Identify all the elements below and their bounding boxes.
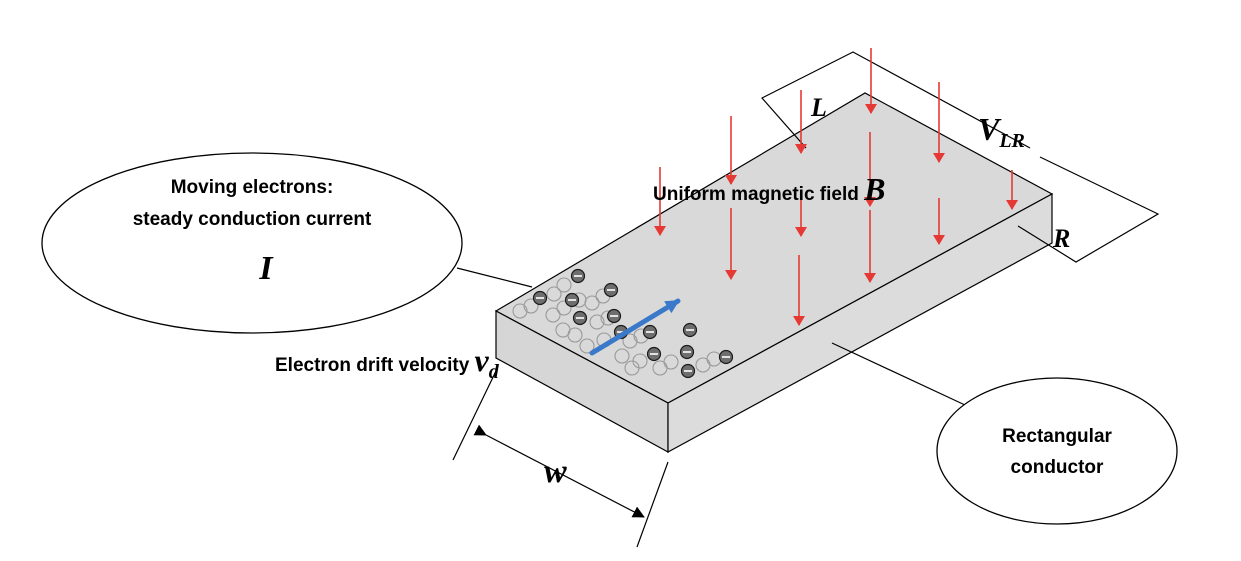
electrons-callout-ellipse [41,152,463,334]
electron [646,346,662,362]
electron [682,322,698,338]
width-extension-left [452,370,497,461]
electron [572,310,588,326]
electron [642,324,658,340]
width-extension-right [636,461,669,548]
width-label: w [544,453,567,490]
conductor-callout-ellipse [936,377,1178,525]
electrons-callout-line1: Moving electrons: [171,177,334,198]
voltage-subscript: LR [998,130,1025,152]
conductor-callout-line2: conductor [1011,457,1104,478]
electrons [532,268,734,379]
magnetic-field-text: Uniform magnetic field [653,184,864,205]
magnetic-field-label: Uniform magnetic field B [653,171,885,207]
electrons-callout-leader [456,267,533,288]
right-terminal-label: R [1052,224,1070,253]
width-dimension: w [452,370,669,548]
electron [718,349,734,365]
width-dimension-arrow [473,424,645,518]
electron [570,268,586,284]
drift-velocity-label: Electron drift velocity vd [275,342,500,383]
current-symbol: I [258,250,274,287]
moving-electrons-callout: Moving electrons: steady conduction curr… [41,152,533,334]
electron [680,363,696,379]
voltage-probe-wire [761,51,1160,263]
electron [564,292,580,308]
conductor-side-face [667,192,1053,454]
electron [603,282,619,298]
electron [606,308,622,324]
drift-velocity-symbol: v [475,342,490,378]
electron [532,290,548,306]
voltage-label: VLR [978,111,1025,152]
electrons-callout-line2: steady conduction current [133,209,372,230]
drift-velocity-subscript: d [489,361,500,383]
conductor-callout-leader [831,342,966,406]
conductor-callout-line1: Rectangular [1002,426,1112,447]
electron [679,344,695,360]
conductor-callout: Rectangular conductor [831,342,1178,525]
drift-velocity-text: Electron drift velocity [275,355,475,376]
electron-cloud [512,268,734,379]
probe-wire-left-segment [761,51,1031,149]
probe-wire-right-segment [1017,156,1160,263]
voltage-symbol: V [978,111,1002,147]
drift-velocity-arrow [589,298,681,356]
magnetic-field-arrows [654,48,1018,326]
magnetic-field-symbol: B [863,171,885,207]
left-terminal-label: L [810,93,827,122]
